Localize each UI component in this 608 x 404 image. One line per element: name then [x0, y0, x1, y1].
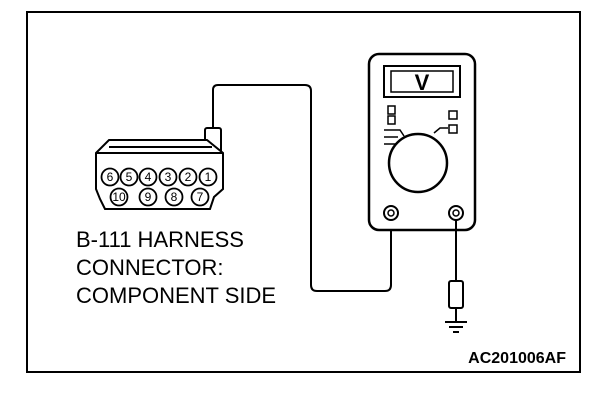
pin-label: 6: [107, 170, 114, 184]
connector-label-line-3: COMPONENT SIDE: [76, 283, 276, 308]
pin-label: 10: [112, 190, 126, 204]
connector-pins: 6 5 4 3 2 1 10 9: [100, 167, 218, 207]
pin-9: 9: [138, 187, 158, 207]
mode-indicator-icon: [387, 105, 396, 115]
pin-label: 1: [205, 170, 212, 184]
pin-5: 5: [119, 167, 139, 187]
pin-label: 8: [171, 190, 178, 204]
pin-label: 4: [145, 170, 152, 184]
pin-label: 5: [126, 170, 133, 184]
pin-label: 7: [197, 190, 204, 204]
pin-4: 4: [138, 167, 158, 187]
test-lead-wire: [212, 84, 392, 292]
pin-1: 1: [198, 167, 218, 187]
pin-2: 2: [178, 167, 198, 187]
mode-indicator-icon: [448, 110, 458, 120]
pin-7: 7: [190, 187, 210, 207]
pin-8: 8: [164, 187, 184, 207]
diagram-frame: [26, 11, 581, 373]
pin-3: 3: [158, 167, 178, 187]
ground-icon: [445, 321, 467, 333]
pin-10: 10: [109, 187, 129, 207]
figure-code: AC201006AF: [468, 350, 566, 367]
mode-indicator-icon: [387, 115, 396, 125]
pin-label: 3: [165, 170, 172, 184]
connector-label-line-2: CONNECTOR:: [76, 255, 224, 280]
pin-label: 9: [145, 190, 152, 204]
ground-probe-icon: [448, 280, 464, 322]
voltmeter-icon: V: [367, 52, 477, 232]
negative-jack-icon: [448, 205, 464, 221]
pin-label: 2: [185, 170, 192, 184]
connector-label: B-111 HARNESS CONNECTOR: COMPONENT SIDE: [76, 227, 276, 308]
display-symbol: V: [415, 70, 430, 95]
selector-dial-icon: [387, 132, 449, 194]
positive-jack-icon: [383, 205, 399, 221]
connector-label-line-1: B-111 HARNESS: [76, 227, 244, 252]
dial-scale-lines: [384, 127, 448, 145]
pin-6: 6: [100, 167, 120, 187]
mode-indicator-icon: [448, 124, 458, 134]
